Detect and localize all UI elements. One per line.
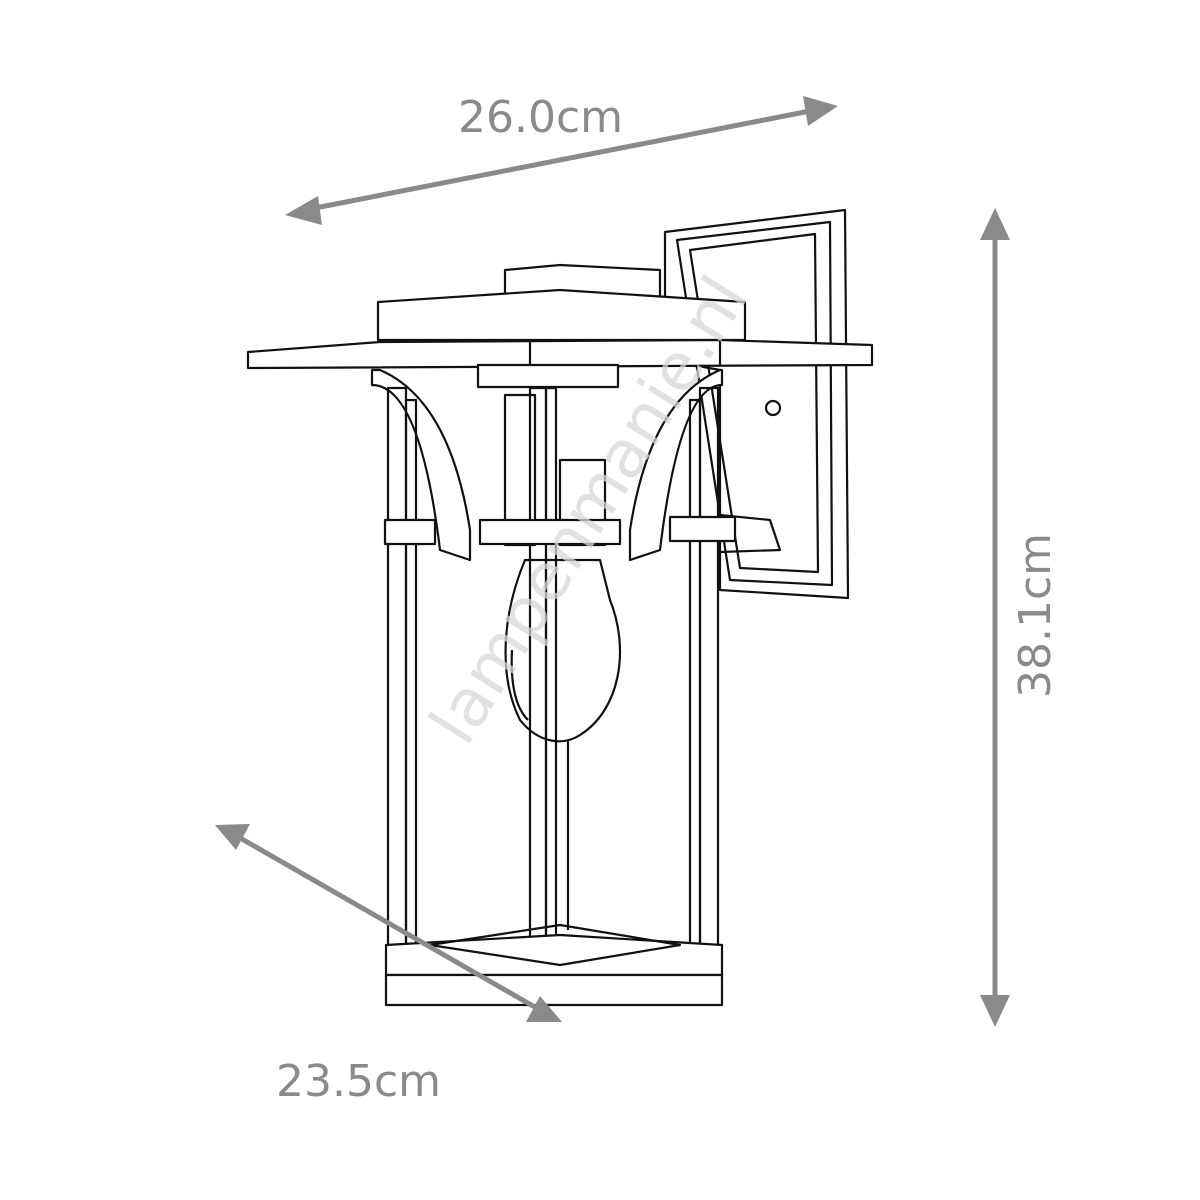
lantern-cap: [246, 263, 874, 370]
dimension-arrow-width: [285, 96, 838, 225]
dimension-arrow-depth: [215, 824, 562, 1022]
lantern-frame: [370, 363, 737, 1007]
depth-label: 23.5cm: [276, 1056, 442, 1107]
width-label: 26.0cm: [458, 92, 624, 143]
height-label: 38.1cm: [1010, 532, 1061, 698]
dimension-arrow-height: [980, 208, 1010, 1027]
